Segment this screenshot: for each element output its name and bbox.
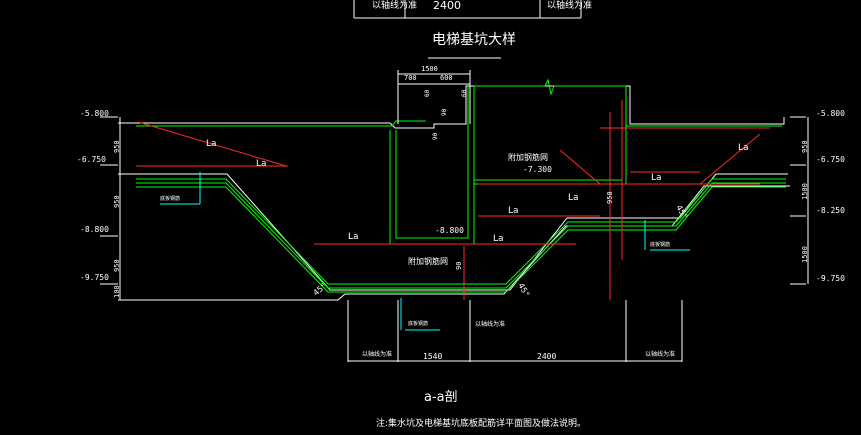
left-elevation-1: -5.800 — [80, 109, 109, 118]
bottom-rebar-line-1 — [136, 178, 786, 285]
angle-label-2: 45° — [516, 282, 531, 299]
misc-dim-950: 950 — [606, 191, 614, 204]
top-dim-1500: 1500 — [421, 65, 438, 73]
right-dim-2: 1500 — [801, 183, 809, 200]
leader-note-1: 底板钢筋 — [160, 195, 180, 202]
right-dim-1: 950 — [801, 140, 809, 153]
drawing-note: 注:集水坑及电梯基坑底板配筋详平面图及做法说明。 — [376, 417, 586, 429]
header-left-label: 以轴线为准 — [372, 0, 417, 11]
leader-note-3: 底板钢筋 — [408, 320, 428, 327]
inner-elevation-1: -7.300 — [523, 165, 552, 174]
la-label-3: La — [738, 143, 749, 153]
header-middle-dim: 2400 — [433, 0, 461, 12]
bottom-label-1: 以轴线为准 — [362, 350, 392, 358]
right-elevation-1: -5.800 — [816, 109, 845, 118]
left-dim-1: 950 — [113, 140, 121, 153]
section-label: a-a剖 — [424, 390, 458, 405]
bottom-label-2: 以轴线为准 — [475, 320, 505, 328]
left-dim-3: 950 — [113, 259, 121, 272]
la-label-2: La — [256, 159, 267, 169]
header-right-label: 以轴线为准 — [547, 0, 592, 11]
concrete-bottom-outline — [118, 185, 790, 301]
top-slab-rebar — [136, 120, 426, 127]
la-label-1: La — [206, 139, 217, 149]
top-dim-90b: 90 — [441, 108, 448, 116]
right-elevation-4: -9.750 — [816, 274, 845, 283]
callout-2: 附加钢筋网 — [408, 256, 448, 266]
left-dim-2: 950 — [113, 195, 121, 208]
top-dim-90a: 90 — [432, 132, 439, 140]
la-label-5: La — [568, 193, 579, 203]
top-dim-60b: 60 — [461, 89, 468, 97]
callout-1: 附加钢筋网 — [508, 152, 548, 162]
la-label-6: La — [508, 206, 519, 216]
inner-pit-wall-outer — [389, 86, 475, 245]
misc-dim-90: 90 — [455, 262, 463, 270]
anchor-diag-2 — [559, 149, 601, 185]
la-label-4: La — [651, 173, 662, 183]
bottom-rebar-line-3 — [136, 186, 786, 293]
left-dim-4: 100 — [113, 285, 121, 298]
top-dim-600: 600 — [440, 74, 453, 82]
bottom-rebar-line-2 — [136, 182, 786, 289]
la-label-7: La — [348, 232, 359, 242]
left-elevation-4: -9.750 — [80, 273, 109, 282]
inner-elevation-2: -8.800 — [435, 226, 464, 235]
right-elevation-3: -8.250 — [816, 206, 845, 215]
inner-pit-wall — [395, 86, 469, 239]
bottom-dim-1540: 1540 — [423, 352, 442, 361]
section-geometry — [100, 0, 809, 362]
bottom-dim-2400: 2400 — [537, 352, 556, 361]
concrete-top-outline — [118, 85, 785, 129]
right-dim-3: 1500 — [801, 246, 809, 263]
la-label-8: La — [493, 234, 504, 244]
angle-label-1: 45° — [312, 282, 329, 298]
left-elevation-2: -6.750 — [77, 155, 106, 164]
anchor-diag-3 — [699, 133, 761, 185]
drawing-title: 电梯基坑大样 — [432, 31, 516, 48]
leader-note-2: 底板钢筋 — [650, 241, 670, 248]
bottom-label-3: 以轴线为准 — [645, 350, 675, 358]
right-elevation-2: -6.750 — [816, 155, 845, 164]
left-elevation-3: -8.800 — [80, 225, 109, 234]
break-line-top — [544, 78, 627, 124]
top-dim-60a: 60 — [424, 89, 431, 97]
anchor-diag-1 — [137, 121, 287, 167]
top-dim-700: 700 — [404, 74, 417, 82]
